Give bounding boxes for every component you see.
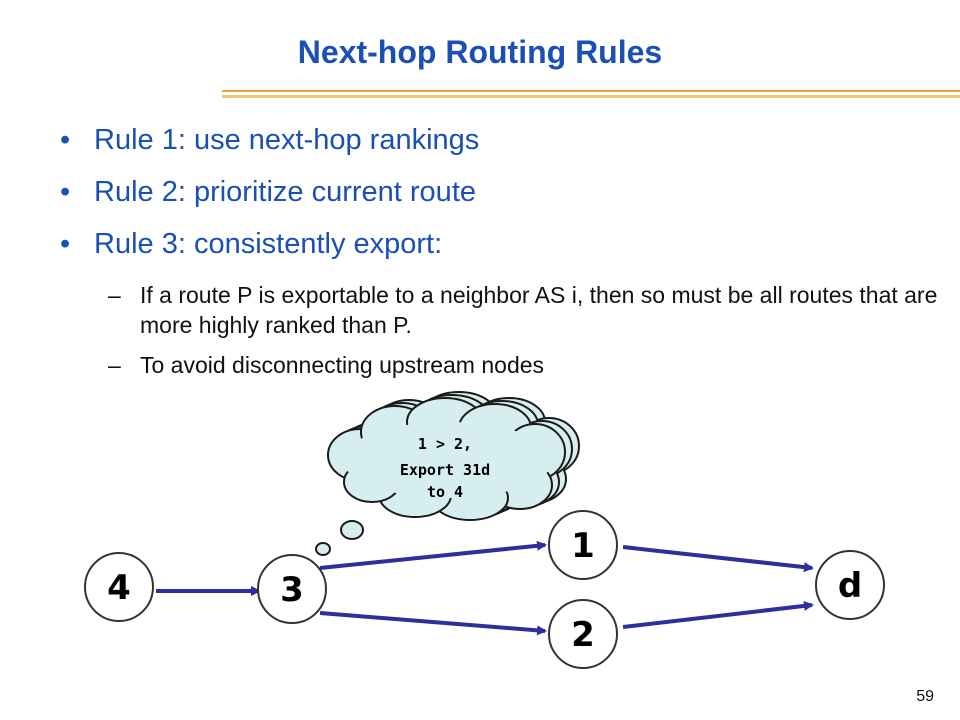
node-d: d <box>815 550 885 620</box>
bullet-item: • Rule 3: consistently export: <box>60 226 940 278</box>
page-number: 59 <box>916 688 934 705</box>
edge-3-to-1 <box>319 540 547 570</box>
node-1-label: 1 <box>571 526 595 566</box>
sub-bullet-item: – If a route P is exportable to a neighb… <box>60 280 940 346</box>
sub-bullet-dash: – <box>108 352 121 378</box>
bullet-text: Rule 2: prioritize current route <box>94 176 476 208</box>
bullet-text: Rule 3: consistently export: <box>94 228 443 260</box>
node-d-label: d <box>838 566 862 606</box>
bullet-item: • Rule 2: prioritize current route <box>60 174 940 226</box>
cloud-line-2: Export 31d <box>400 461 490 479</box>
sub-bullet-dash: – <box>108 282 121 308</box>
bullet-list: • Rule 1: use next-hop rankings • Rule 2… <box>60 122 940 380</box>
node-4-label: 4 <box>107 568 131 608</box>
node-3: 3 <box>257 554 327 624</box>
bullet-item: • Rule 1: use next-hop rankings <box>60 122 940 174</box>
bullet-dot: • <box>60 176 71 208</box>
node-1: 1 <box>548 510 618 580</box>
cloud-line-3: to 4 <box>427 483 463 501</box>
sub-bullet-item: – To avoid disconnecting upstream nodes <box>60 350 940 380</box>
node-2: 2 <box>548 599 618 669</box>
node-4: 4 <box>84 552 154 622</box>
edge-1-to-d <box>622 545 814 573</box>
sub-bullet-text: If a route P is exportable to a neighbor… <box>140 282 938 338</box>
thought-bubble-large <box>340 520 364 540</box>
cloud-line-1: 1 > 2, <box>418 435 472 453</box>
thought-cloud: 1 > 2, Export 31d to 4 <box>293 391 580 568</box>
edge-3-to-2 <box>319 611 547 636</box>
node-3-label: 3 <box>280 570 304 610</box>
title-underline-shadow <box>222 95 960 98</box>
bullet-dot: • <box>60 228 71 260</box>
sub-bullet-text: To avoid disconnecting upstream nodes <box>140 352 545 378</box>
slide-title: Next-hop Routing Rules <box>297 34 663 70</box>
bullet-text: Rule 1: use next-hop rankings <box>94 124 480 156</box>
cloud-front-layer <box>327 397 566 521</box>
bullet-dot: • <box>60 124 71 156</box>
node-2-label: 2 <box>571 615 595 655</box>
edge-2-to-d <box>622 600 814 629</box>
title-underline <box>222 90 960 92</box>
thought-bubble-medium <box>315 542 331 556</box>
